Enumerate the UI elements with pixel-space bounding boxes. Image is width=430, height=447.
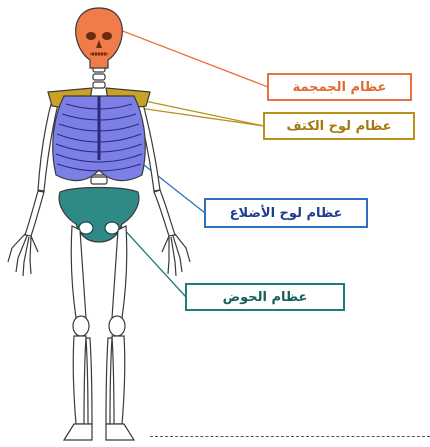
right-tibia — [112, 336, 125, 424]
rib-label: عظام لوح الأضلاع — [230, 206, 343, 221]
left-foot — [64, 424, 92, 440]
right-arm-bones — [137, 100, 190, 276]
skull — [76, 8, 123, 68]
left-hand — [8, 234, 38, 276]
shoulder-label-box: عظام لوح الكتف — [263, 112, 415, 140]
answer-dotted-line — [150, 436, 430, 437]
right-obturator — [105, 222, 119, 234]
left-fibula — [86, 338, 92, 424]
right-forearm — [154, 190, 175, 236]
pelvis-label: عظام الحوض — [223, 290, 308, 305]
left-forearm — [25, 191, 44, 236]
right-kneecap — [109, 316, 125, 336]
left-arm-bones — [8, 100, 58, 276]
skull-label-box: عظام الجمجمة — [267, 73, 412, 101]
right-femur — [112, 226, 127, 318]
skeleton — [8, 8, 190, 440]
right-hand — [162, 234, 190, 276]
shoulder-leader-line-right — [140, 100, 264, 126]
left-femur — [71, 226, 86, 318]
pelvis-label-box: عظام الحوض — [185, 283, 345, 311]
vertebra — [93, 82, 105, 88]
teeth — [90, 52, 108, 56]
left-eye-socket — [86, 32, 96, 40]
left-obturator — [79, 222, 93, 234]
skull-leader-line — [120, 30, 268, 87]
shoulder-label: عظام لوح الكتف — [286, 119, 391, 134]
left-tibia — [73, 336, 86, 424]
skull-label: عظام الجمجمة — [293, 80, 387, 95]
left-kneecap — [73, 316, 89, 336]
right-fibula — [106, 338, 112, 424]
vertebra — [93, 74, 105, 80]
rib-label-box: عظام لوح الأضلاع — [204, 198, 368, 228]
left-leg-bones — [64, 226, 92, 440]
vertebra — [91, 177, 107, 184]
right-eye-socket — [102, 32, 112, 40]
right-leg-bones — [106, 226, 134, 440]
right-foot — [106, 424, 134, 440]
